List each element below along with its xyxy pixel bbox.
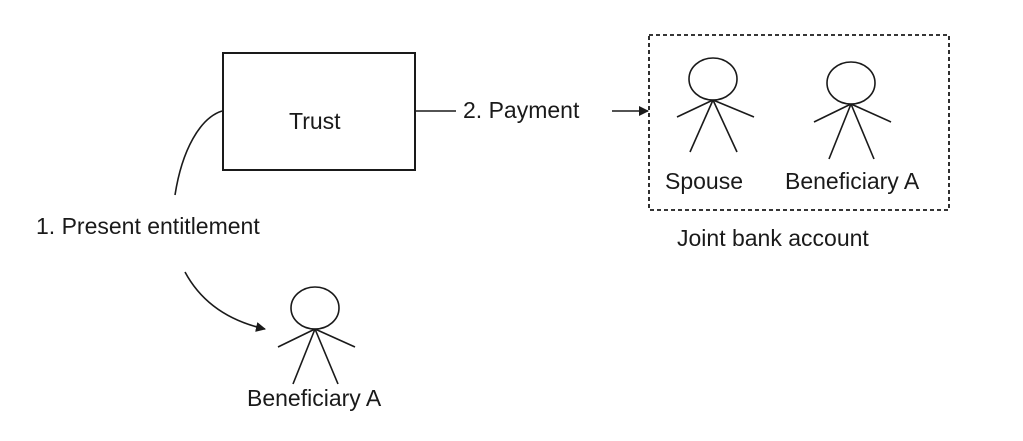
beneficiary-joint-label: Beneficiary A — [785, 168, 920, 194]
joint-account-label: Joint bank account — [677, 225, 869, 251]
entitlement-curve-top — [174, 110, 223, 196]
actor-beneficiary-joint-icon — [813, 61, 892, 160]
entitlement-curve-bottom — [184, 271, 266, 332]
entitlement-edge-label: 1. Present entitlement — [36, 213, 260, 239]
actor-beneficiary-standalone-icon — [277, 286, 356, 385]
actor-spouse-icon — [676, 57, 755, 153]
beneficiary-standalone-label: Beneficiary A — [247, 385, 382, 411]
spouse-label: Spouse — [665, 168, 744, 194]
payment-edge-label: 2. Payment — [463, 97, 580, 123]
trust-label: Trust — [289, 108, 341, 134]
joint-account-box — [648, 34, 950, 211]
